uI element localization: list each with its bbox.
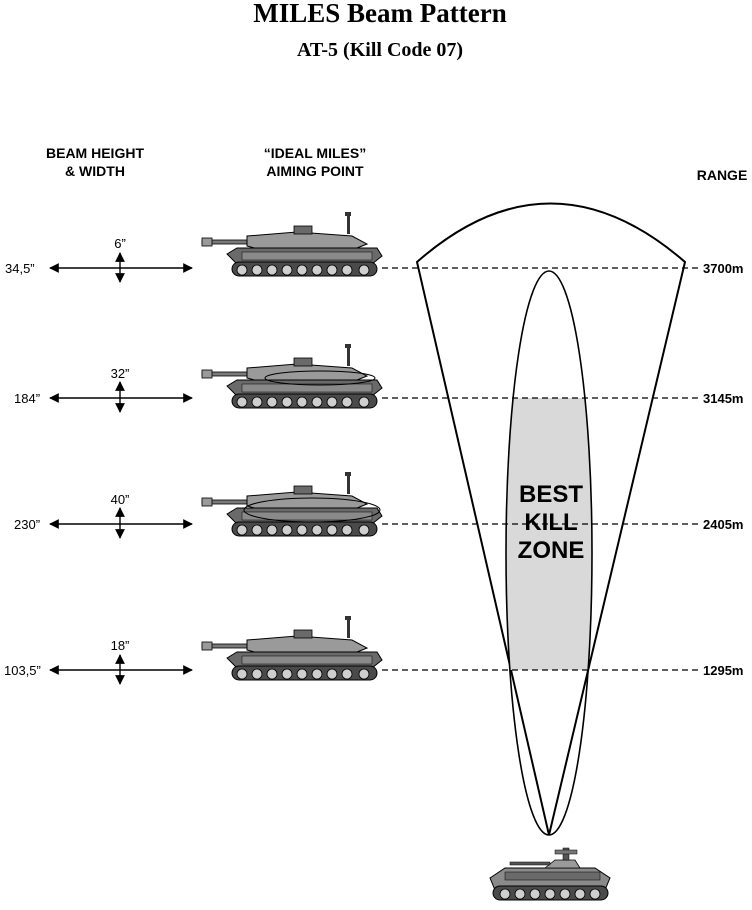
- diagram-title: MILES Beam Pattern: [253, 0, 506, 28]
- range-label: 1295m: [703, 663, 743, 678]
- header-aim-line2: AIMING POINT: [266, 163, 364, 179]
- range-label: 3145m: [703, 391, 743, 406]
- beam-height-label: 40”: [111, 492, 130, 507]
- range-label: 3700m: [703, 261, 743, 276]
- target-tank: [201, 615, 383, 681]
- header-beam-line1: BEAM HEIGHT: [46, 145, 144, 161]
- target-tank: [201, 343, 383, 409]
- firing-vehicle: [489, 847, 611, 901]
- zone-label-best: BEST: [519, 481, 583, 508]
- beam-height-label: 6”: [114, 236, 126, 251]
- target-tank: [201, 211, 383, 277]
- beam-width-label: 184”: [14, 391, 40, 406]
- row-1: 34,5” 6” 3700m: [5, 211, 743, 283]
- diagram-subtitle: AT-5 (Kill Code 07): [297, 39, 463, 61]
- beam-cone: [415, 202, 687, 836]
- best-kill-zone-fill: [506, 398, 592, 670]
- range-label: 2405m: [703, 517, 743, 532]
- zone-label-zone: ZONE: [518, 537, 585, 564]
- inner-beam-ellipse: [505, 270, 593, 836]
- target-tank: [201, 471, 383, 537]
- header-aim-line1: “IDEAL MILES”: [264, 145, 366, 161]
- row-3: 230” 40” 2405m: [14, 471, 743, 539]
- beam-height-label: 18”: [111, 638, 130, 653]
- row-4: 103,5” 18” 1295m: [4, 615, 743, 685]
- beam-cross-section: [264, 370, 376, 386]
- zone-label-kill: KILL: [524, 509, 577, 536]
- beam-height-label: 32”: [111, 366, 130, 381]
- beam-width-label: 103,5”: [4, 663, 41, 678]
- beam-cross-section: [243, 497, 381, 523]
- beam-width-label: 230”: [14, 517, 40, 532]
- beam-width-label: 34,5”: [5, 261, 35, 276]
- row-2: 184” 32” 3145m: [14, 343, 743, 413]
- header-beam-line2: & WIDTH: [65, 163, 125, 179]
- header-range: RANGE: [697, 167, 748, 183]
